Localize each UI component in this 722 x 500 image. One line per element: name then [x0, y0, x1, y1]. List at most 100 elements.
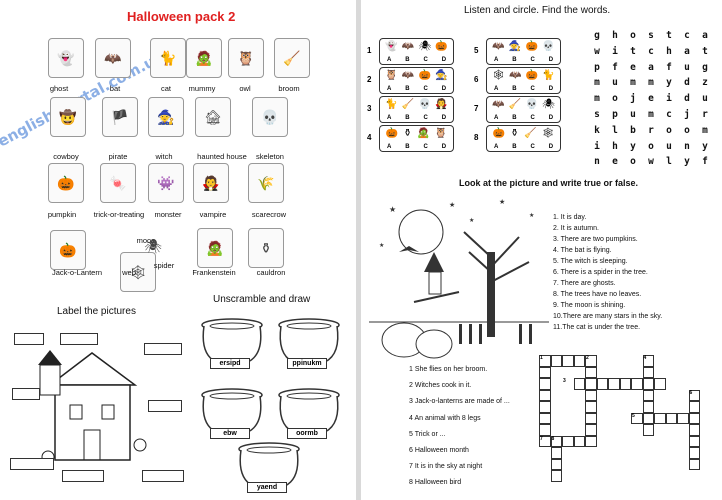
crossword-cell[interactable]	[642, 412, 654, 424]
word-search-letter[interactable]: r	[648, 124, 654, 136]
crossword-cell[interactable]	[539, 435, 551, 447]
crossword-cell[interactable]	[654, 412, 666, 424]
option-c[interactable]: C	[530, 86, 535, 92]
option-b[interactable]: B	[512, 144, 517, 150]
word-search-letter[interactable]: p	[594, 61, 600, 73]
word-search-letter[interactable]: t	[630, 45, 636, 57]
option-picture[interactable]: 🧛	[435, 99, 448, 110]
crossword-cell[interactable]	[585, 389, 597, 401]
option-picture[interactable]: 👻	[385, 41, 398, 52]
label-box-1[interactable]	[14, 333, 44, 345]
word-search-letter[interactable]: g	[702, 61, 708, 73]
option-picture[interactable]: 🧙	[435, 70, 448, 81]
option-picture[interactable]: 🦇	[401, 70, 415, 81]
label-box-7[interactable]	[62, 470, 104, 482]
option-b[interactable]: B	[405, 144, 410, 150]
word-search-letter[interactable]: a	[648, 61, 654, 73]
word-search-letter[interactable]: i	[666, 93, 672, 105]
word-search-letter[interactable]: a	[702, 30, 708, 41]
crossword-cell[interactable]	[562, 435, 574, 447]
word-search-letter[interactable]: n	[684, 140, 690, 152]
option-c[interactable]: C	[530, 144, 535, 150]
crossword-cell[interactable]	[619, 378, 631, 390]
crossword-cell[interactable]	[688, 435, 700, 447]
option-b[interactable]: B	[512, 57, 517, 63]
label-box-4[interactable]	[12, 388, 40, 400]
option-picture[interactable]: 🎃	[435, 41, 448, 52]
option-b[interactable]: B	[405, 57, 410, 63]
crossword-cell[interactable]	[573, 355, 585, 367]
word-search-letter[interactable]: e	[630, 61, 636, 73]
crossword-cell[interactable]	[550, 458, 562, 470]
option-picture[interactable]: 🧹	[523, 128, 537, 139]
word-search-letter[interactable]: j	[630, 93, 636, 105]
crossword-cell[interactable]	[688, 401, 700, 413]
word-search-letter[interactable]: d	[684, 77, 690, 89]
option-a[interactable]: A	[386, 57, 392, 63]
crossword-cell[interactable]	[585, 355, 597, 367]
option-picture[interactable]: 🎃	[525, 70, 539, 81]
word-search-letter[interactable]: m	[594, 77, 600, 89]
word-search-letter[interactable]: y	[630, 140, 636, 152]
option-picture[interactable]: 🦇	[492, 41, 505, 52]
word-search-letter[interactable]: m	[594, 93, 600, 105]
option-c[interactable]: C	[423, 86, 428, 92]
option-picture[interactable]: 💀	[525, 99, 538, 110]
crossword-cell[interactable]	[539, 355, 551, 367]
crossword-cell[interactable]	[642, 366, 654, 378]
word-search-letter[interactable]: f	[702, 156, 708, 168]
word-search-letter[interactable]: y	[666, 77, 672, 89]
crossword-cell[interactable]	[585, 366, 597, 378]
word-search-letter[interactable]: c	[684, 30, 690, 41]
option-b[interactable]: B	[405, 115, 410, 121]
word-search-letter[interactable]: o	[648, 140, 654, 152]
label-box-6[interactable]	[10, 458, 54, 470]
option-picture[interactable]: 🦉	[385, 70, 398, 81]
option-a[interactable]: A	[493, 86, 499, 92]
option-d[interactable]: D	[548, 86, 554, 92]
crossword-cell[interactable]	[539, 378, 551, 390]
crossword-cell[interactable]	[677, 412, 689, 424]
crossword-cell[interactable]	[550, 435, 562, 447]
word-search-letter[interactable]: o	[630, 30, 636, 41]
crossword-cell[interactable]	[654, 378, 666, 390]
option-d[interactable]: D	[441, 144, 447, 150]
crossword-cell[interactable]	[539, 366, 551, 378]
word-search-letter[interactable]: o	[630, 156, 636, 168]
option-c[interactable]: C	[530, 115, 535, 121]
crossword-cell[interactable]	[573, 435, 585, 447]
option-picture[interactable]: 🕷	[542, 99, 555, 110]
crossword-cell[interactable]	[642, 378, 654, 390]
word-search-letter[interactable]: m	[630, 77, 636, 89]
crossword-cell[interactable]	[585, 412, 597, 424]
word-search-letter[interactable]: k	[594, 124, 600, 136]
option-picture[interactable]: 🦇	[492, 99, 505, 110]
crossword-cell[interactable]	[642, 389, 654, 401]
option-b[interactable]: B	[512, 86, 517, 92]
crossword-cell[interactable]	[573, 378, 585, 390]
word-search-letter[interactable]: u	[612, 77, 618, 89]
crossword-cell[interactable]	[642, 401, 654, 413]
crossword-cell[interactable]	[585, 424, 597, 436]
option-picture[interactable]: 💀	[418, 99, 432, 110]
crossword-cell[interactable]	[642, 355, 654, 367]
option-a[interactable]: A	[493, 115, 499, 121]
word-search-letter[interactable]: u	[702, 93, 708, 105]
word-search-letter[interactable]: h	[612, 30, 618, 41]
option-a[interactable]: A	[386, 115, 392, 121]
crossword-cell[interactable]	[539, 389, 551, 401]
word-search-letter[interactable]: h	[612, 140, 618, 152]
word-search-letter[interactable]: i	[594, 140, 600, 152]
crossword-cell[interactable]	[550, 447, 562, 459]
option-a[interactable]: A	[493, 144, 499, 150]
option-picture[interactable]: 🐈	[542, 70, 555, 81]
crossword-cell[interactable]	[585, 435, 597, 447]
word-search-letter[interactable]: o	[612, 93, 618, 105]
option-a[interactable]: A	[493, 57, 499, 63]
option-picture[interactable]: 🎃	[492, 128, 506, 139]
word-search-letter[interactable]: n	[594, 156, 600, 168]
option-d[interactable]: D	[548, 57, 554, 63]
word-search-letter[interactable]: u	[630, 108, 636, 120]
